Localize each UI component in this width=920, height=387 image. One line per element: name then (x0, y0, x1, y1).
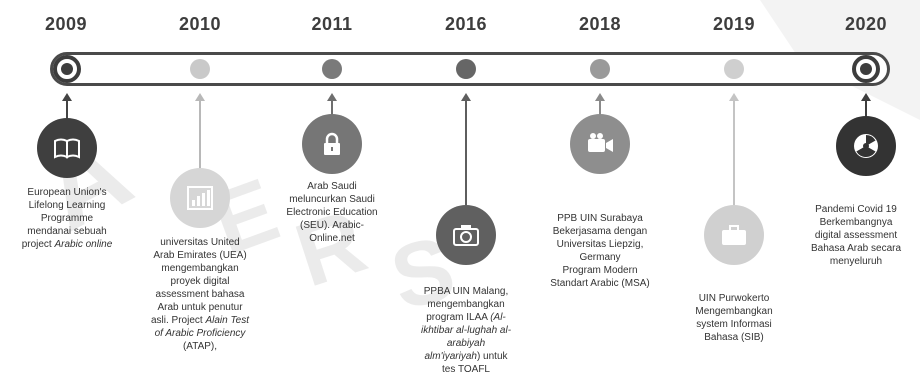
timeline-dot-2011 (322, 59, 342, 79)
connector-2016 (461, 93, 471, 205)
event-text-line: European Union's (27, 187, 107, 198)
event-text-2011: Arab Saudi meluncurkan Saudi Electronic … (262, 180, 402, 245)
event-text-2020: Pandemi Covid 19 Berkembangnya digital a… (796, 203, 916, 268)
event-text-line: (SEU). Arabic- (300, 220, 364, 231)
event-text-line: mengembangkan (161, 263, 239, 274)
event-text-2018: PPB UIN Surabaya Bekerjasama dengan Univ… (530, 212, 670, 290)
event-text-line: Standart Arabic (MSA) (550, 278, 650, 289)
event-text-line: alm'iyariyah) untuk (424, 351, 508, 362)
year-2019: 2019 (712, 14, 756, 34)
event-text-line: Germany (579, 252, 621, 263)
timeline-dot-2009 (53, 55, 81, 83)
event-circle-2018 (570, 114, 630, 174)
timeline-dot-2016 (456, 59, 476, 79)
connector-2020 (861, 93, 871, 117)
event-text-emphasis: arabiyah (446, 338, 486, 349)
event-text-2019: UIN Purwokerto Mengembangkan system Info… (664, 292, 804, 344)
event-text-line: UIN Purwokerto (698, 293, 770, 304)
year-2009: 2009 (44, 14, 88, 34)
event-text-line: Mengembangkan (695, 306, 773, 317)
book-icon (54, 138, 80, 159)
event-text-line: arabiyah (396, 337, 536, 350)
event-text-line: Online.net (309, 233, 355, 244)
event-circle-2011 (302, 114, 362, 174)
connector-2018 (595, 93, 605, 117)
event-text-emphasis: ikhtibar al-lughah al- (420, 325, 512, 336)
event-text-line: asli. Project Alain Test (150, 315, 249, 326)
event-text-emphasis: alm'iyariyah (424, 351, 477, 362)
year-2016: 2016 (444, 14, 488, 34)
event-text-emphasis: (Al- (490, 312, 506, 323)
event-text-line: system Informasi (696, 319, 772, 330)
timeline-dot-2019 (724, 59, 744, 79)
event-text-line: tes TOAFL (442, 364, 490, 375)
event-text-emphasis: Arabic online (54, 239, 113, 250)
event-text-line: assessment bahasa (155, 289, 245, 300)
event-text-line: Arab untuk penutur (157, 302, 243, 313)
event-text-line: mengembangkan (427, 299, 505, 310)
event-text-line: digital assessment (814, 230, 898, 241)
event-text-2010: universitas United Arab Emirates (UEA) m… (130, 236, 270, 353)
year-2010: 2010 (178, 14, 222, 34)
event-text-line: PPB UIN Surabaya (557, 213, 643, 224)
connector-2009 (62, 93, 72, 119)
event-text-emphasis: Alain Test (205, 315, 249, 326)
camera-icon (453, 225, 479, 246)
radiation-icon (854, 134, 878, 158)
event-text-emphasis: of Arabic Proficiency (154, 328, 246, 339)
event-circle-2010 (170, 168, 230, 228)
bar-chart-icon (187, 186, 213, 210)
connector-2019 (729, 93, 739, 205)
event-circle-2016 (436, 205, 496, 265)
event-text-line: Pandemi Covid 19 (815, 204, 897, 215)
event-text-line: menyeluruh (829, 256, 883, 267)
event-text-line: Arab Emirates (UEA) (153, 250, 247, 261)
event-text-line: universitas United (160, 237, 240, 248)
connector-2010 (195, 93, 205, 170)
lock-icon (324, 132, 340, 155)
event-text-line: project Arabic online (21, 239, 113, 250)
event-text-line: proyek digital (170, 276, 230, 287)
event-circle-2009 (37, 118, 97, 178)
event-circle-2019 (704, 205, 764, 265)
video-camera-icon (588, 133, 613, 152)
event-text-line: (ATAP), (182, 341, 218, 352)
event-text-line: Arab Saudi (307, 181, 357, 192)
event-text-2016: PPBA UIN Malang, mengembangkan program I… (396, 285, 536, 376)
event-text-line: Programme (40, 213, 94, 224)
event-text-line: Bahasa Arab secara (810, 243, 902, 254)
connector-2011 (327, 93, 337, 117)
event-text-line: Berkembangnya (819, 217, 893, 228)
event-text-line: program ILAA (Al- (426, 312, 506, 323)
event-text-line: mendanai sebuah (27, 226, 107, 237)
event-text-line: of Arabic Proficiency (130, 327, 270, 340)
event-text-line: Program Modern (562, 265, 638, 276)
event-text-line: Electronic Education (286, 207, 378, 218)
event-text-line: Lifelong Learning (28, 200, 106, 211)
event-text-line: PPBA UIN Malang, (423, 286, 509, 297)
event-text-line: meluncurkan Saudi (289, 194, 375, 205)
briefcase-icon (722, 225, 746, 245)
timeline-dot-2018 (590, 59, 610, 79)
event-circle-2020 (836, 116, 896, 176)
year-2011: 2011 (311, 14, 353, 34)
timeline-dot-2010 (190, 59, 210, 79)
year-2018: 2018 (578, 14, 622, 34)
event-text-line: Bekerjasama dengan (552, 226, 648, 237)
year-2020: 2020 (844, 14, 888, 34)
event-text-line: Universitas Liepzig, (556, 239, 644, 250)
event-text-line: ikhtibar al-lughah al- (396, 324, 536, 337)
event-text-line: Bahasa (SIB) (704, 332, 764, 343)
event-text-2009: European Union's Lifelong Learning Progr… (0, 186, 137, 251)
timeline-dot-2020 (852, 55, 880, 83)
